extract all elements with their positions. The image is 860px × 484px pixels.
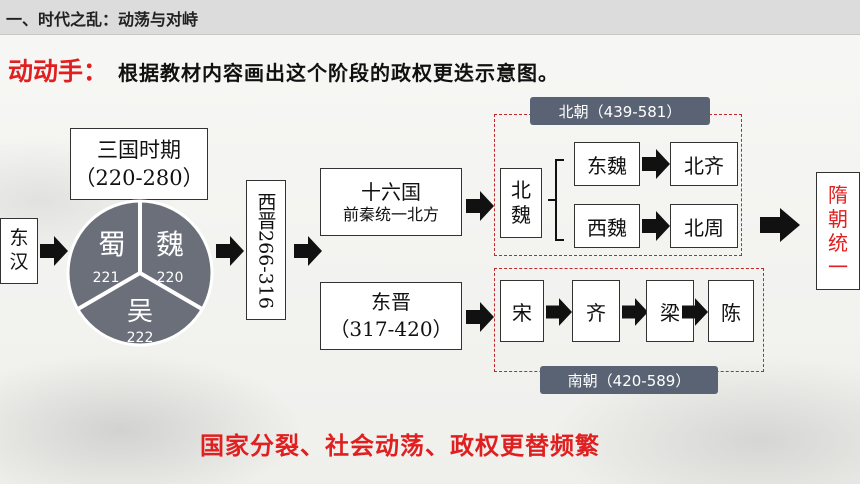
node-qi: 齐	[572, 280, 620, 342]
dongjin-title: 东晋	[371, 290, 411, 314]
node-xiwei: 西魏	[574, 204, 640, 248]
shiliuguo-title: 十六国	[361, 179, 421, 204]
beichao-tag-label: 北朝（439-581）	[558, 102, 682, 121]
dongjin-years: （317-420）	[329, 317, 453, 341]
node-beiqi-label: 北齐	[684, 153, 724, 178]
node-donghan-label: 东汉	[9, 227, 29, 273]
node-qi-label: 齐	[586, 300, 606, 325]
arrow-icon	[40, 236, 68, 266]
node-song: 宋	[500, 280, 544, 342]
task-label: 动动手：	[8, 57, 109, 86]
beichao-tag: 北朝（439-581）	[530, 97, 710, 125]
node-donghan: 东汉	[0, 218, 38, 284]
node-shiliuguo: 十六国 前秦统一北方	[320, 168, 462, 236]
header-title: 一、时代之乱：动荡与对峙	[6, 10, 199, 29]
nanchao-tag-label: 南朝（420-589）	[567, 371, 691, 390]
node-dongjin: 东晋 （317-420）	[320, 282, 462, 350]
pie-year-wu: 222	[127, 330, 154, 346]
node-chen: 陈	[708, 280, 754, 342]
node-sui-label: 隋朝统一	[828, 183, 848, 279]
pie-label-shu: 蜀	[98, 228, 126, 261]
nanchao-tag: 南朝（420-589）	[540, 366, 718, 394]
split-bracket	[548, 159, 564, 241]
pie-label-wu: 吴	[127, 297, 153, 327]
sanguo-years: （220-280）	[74, 166, 204, 190]
sanguo-title: 三国时期	[97, 137, 181, 162]
node-dongwei-label: 东魏	[587, 153, 627, 178]
summary-text: 国家分裂、社会动荡、政权更替频繁	[200, 432, 600, 460]
node-beiqi: 北齐	[670, 142, 738, 186]
node-beizhou-label: 北周	[684, 215, 724, 240]
node-song-label: 宋	[512, 300, 532, 325]
node-beiwei: 北魏	[500, 168, 542, 238]
arrow-icon	[682, 298, 708, 326]
pie-label-wei: 魏	[156, 228, 184, 261]
three-kingdoms-pie: 蜀 221 魏 220 吴 222	[66, 199, 214, 347]
arrow-icon	[216, 236, 244, 266]
pie-year-wei: 220	[157, 270, 184, 286]
node-beiwei-label: 北魏	[511, 178, 531, 227]
pie-year-shu: 221	[93, 270, 120, 286]
node-xijin: 西晋266-316	[246, 180, 286, 320]
arrow-icon	[466, 302, 494, 332]
task-instruction: 根据教材内容画出这个阶段的政权更迭示意图。	[118, 61, 560, 85]
arrow-icon	[294, 236, 322, 266]
node-xijin-label: 西晋266-316	[254, 191, 277, 309]
node-sui: 隋朝统一	[816, 172, 860, 290]
node-sanguo-title: 三国时期 （220-280）	[70, 128, 208, 200]
arrow-icon	[622, 298, 648, 326]
arrow-icon	[760, 208, 800, 242]
arrow-icon	[546, 298, 572, 326]
arrow-icon	[642, 211, 670, 241]
node-chen-label: 陈	[721, 300, 741, 325]
node-liang-label: 梁	[660, 300, 680, 325]
arrow-icon	[642, 149, 670, 179]
header-bar: 一、时代之乱：动荡与对峙	[0, 0, 860, 35]
task-heading: 动动手： 根据教材内容画出这个阶段的政权更迭示意图。	[8, 52, 559, 88]
node-beizhou: 北周	[670, 204, 738, 248]
node-liang: 梁	[646, 280, 694, 342]
node-xiwei-label: 西魏	[587, 215, 627, 240]
arrow-icon	[466, 191, 494, 221]
node-dongwei: 东魏	[574, 142, 640, 186]
shiliuguo-sub: 前秦统一北方	[342, 204, 439, 224]
